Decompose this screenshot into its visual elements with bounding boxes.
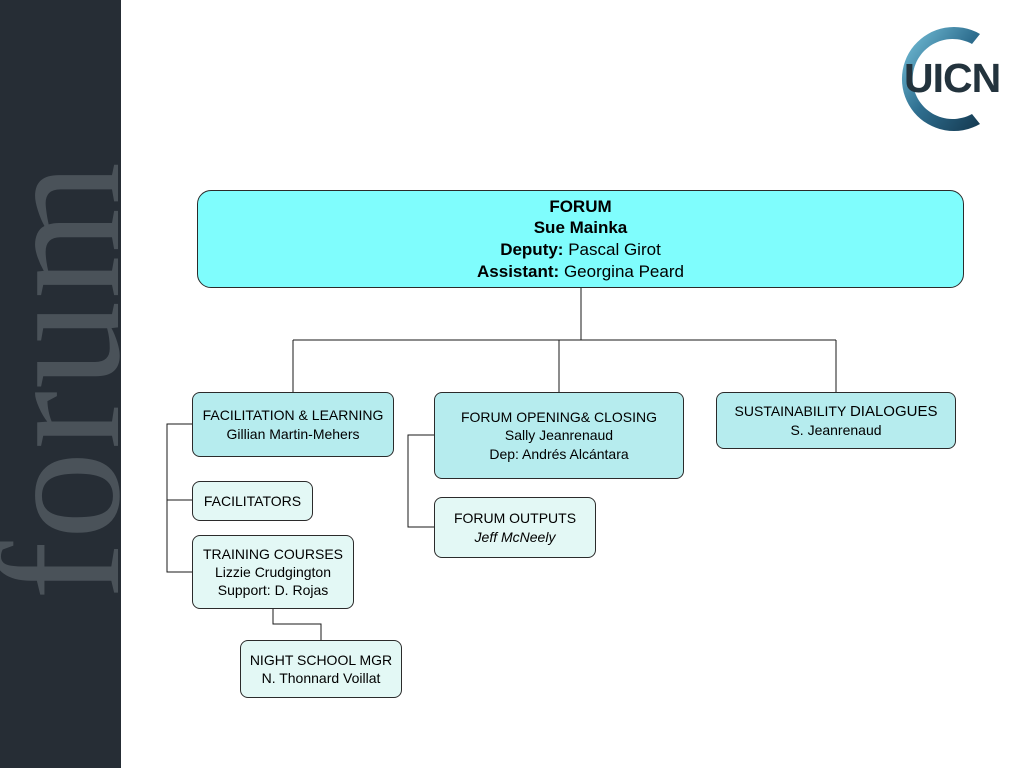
- opening-title: FORUM OPENING& CLOSING: [460, 409, 658, 426]
- sustainability-title: SUSTAINABILITY DIALOGUES: [734, 402, 938, 420]
- facilitators-node[interactable]: FACILITATORS: [192, 481, 313, 521]
- night-school-node[interactable]: NIGHT SCHOOL MGR N. Thonnard Voillat: [240, 640, 402, 698]
- outputs-link-line: [407, 434, 434, 528]
- root-assistant: Assistant: Georgina Peard: [477, 261, 684, 281]
- facilitation-title: FACILITATION & LEARNING: [202, 407, 384, 424]
- root-name: Sue Mainka: [533, 218, 628, 238]
- sustainability-person: S. Jeanrenaud: [790, 422, 882, 439]
- night-school-person: N. Thonnard Voillat: [261, 670, 381, 686]
- outputs-title: FORUM OUTPUTS: [453, 510, 577, 527]
- facilitators-title: FACILITATORS: [203, 492, 302, 509]
- training-title: TRAINING COURSES: [202, 545, 343, 562]
- root-deputy: Deputy: Pascal Girot: [500, 240, 661, 259]
- outputs-person: Jeff McNeely: [474, 528, 556, 545]
- facilitation-learning-node[interactable]: FACILITATION & LEARNING Gillian Martin-M…: [192, 392, 394, 457]
- forum-outputs-node[interactable]: FORUM OUTPUTS Jeff McNeely: [434, 497, 596, 558]
- sidebar-panel: forum: [0, 0, 121, 768]
- forum-root-node[interactable]: FORUM Sue Mainka Deputy: Pascal Girot As…: [197, 190, 964, 288]
- forum-opening-closing-node[interactable]: FORUM OPENING& CLOSING Sally Jeanrenaud …: [434, 392, 684, 479]
- opening-deputy: Dep: Andrés Alcántara: [489, 445, 629, 462]
- training-courses-node[interactable]: TRAINING COURSES Lizzie Crudgington Supp…: [192, 535, 354, 609]
- logo-text: UICN: [904, 55, 1001, 101]
- facilitation-children-line: [166, 423, 192, 573]
- night-school-title: NIGHT SCHOOL MGR: [249, 651, 393, 668]
- uicn-logo-icon: [901, 27, 980, 132]
- night-school-link-line: [272, 609, 322, 640]
- facilitation-person: Gillian Martin-Mehers: [226, 425, 360, 442]
- opening-person: Sally Jeanrenaud: [504, 427, 614, 444]
- sustainability-dialogues-node[interactable]: SUSTAINABILITY DIALOGUES S. Jeanrenaud: [716, 392, 956, 449]
- training-support: Support: D. Rojas: [217, 582, 329, 599]
- root-title: FORUM: [549, 196, 612, 216]
- training-person: Lizzie Crudgington: [215, 563, 331, 580]
